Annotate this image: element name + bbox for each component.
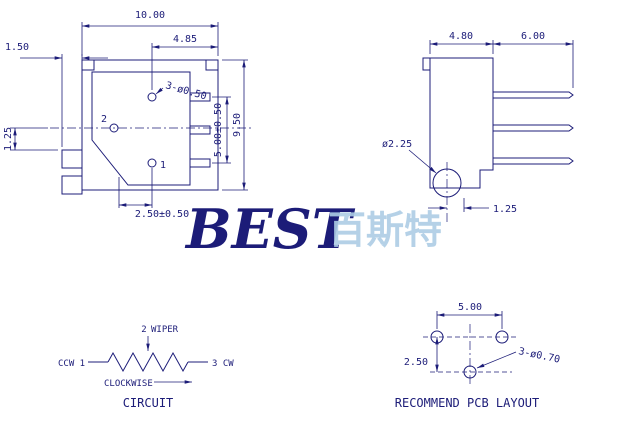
front-pin-3 <box>189 92 211 102</box>
side-callout-screw: ø2.25 <box>382 139 412 150</box>
side-view: 4.80 6.00 ø2.25 1.25 <box>382 31 574 224</box>
circuit-label-wiper-pin: 2 <box>141 325 146 335</box>
front-top-left-step <box>82 60 95 71</box>
pcb-dimension-lines <box>435 311 517 372</box>
front-left-tab-upper <box>61 149 83 169</box>
circuit-diagram: 2 WIPER CCW 1 3 CW CLOCKWISE CIRCUIT <box>58 325 234 410</box>
front-view-dimension-lines <box>10 22 248 208</box>
pcb-holes <box>430 330 509 379</box>
side-view-labels: 4.80 6.00 ø2.25 1.25 <box>382 31 545 215</box>
side-view-body <box>422 57 574 198</box>
front-top-right-step <box>205 60 218 71</box>
resistor-zigzag <box>107 351 189 373</box>
side-pin-3 <box>492 91 574 99</box>
pcb-hole-right <box>495 330 509 344</box>
circuit-label-cw: 3 CW <box>212 359 234 369</box>
front-label-pin-1: 1 <box>160 160 166 171</box>
side-pin-2 <box>492 124 574 132</box>
circuit-caption: CIRCUIT <box>123 396 174 410</box>
front-callout-holes: 3-ø0.50 <box>164 80 208 102</box>
front-dim-tab-width: 1.50 <box>5 42 29 53</box>
front-left-tab-lower <box>61 175 83 195</box>
circuit-label-wiper: WIPER <box>151 325 179 335</box>
circuit-label-clockwise: CLOCKWISE <box>104 379 153 389</box>
side-pin-1 <box>492 157 574 165</box>
front-terminal-3-circle <box>147 92 157 102</box>
pcb-caption: RECOMMEND PCB LAYOUT <box>395 396 540 410</box>
front-pin-1 <box>189 158 211 168</box>
pcb-callout-holes: 3-ø0.70 <box>517 346 561 366</box>
pcb-labels: 5.00 2.50 3-ø0.70 RECOMMEND PCB LAYOUT <box>395 302 561 410</box>
side-body-outline <box>429 57 494 189</box>
pcb-hole-bottom <box>463 365 477 379</box>
pcb-centerlines <box>423 336 517 373</box>
front-pin-2 <box>189 125 211 135</box>
front-dim-width-partial: 4.85 <box>173 34 197 45</box>
pcb-layout: 5.00 2.50 3-ø0.70 RECOMMEND PCB LAYOUT <box>395 302 561 410</box>
front-view-body <box>61 59 219 195</box>
front-terminal-1-circle <box>147 158 157 168</box>
circuit-symbol <box>88 351 208 373</box>
pcb-dim-row-offset: 2.50 <box>404 357 428 368</box>
side-dim-foot-offset: 1.25 <box>493 204 517 215</box>
watermark-cjk-text: 百斯特 <box>328 208 442 252</box>
front-inner-face <box>91 71 191 186</box>
front-view-labels: 10.00 4.85 1.50 1.25 9.50 5.00±0.50 2.50… <box>3 10 243 220</box>
front-dim-pin1-offset: 2.50±0.50 <box>135 209 189 220</box>
side-dim-body-depth: 4.80 <box>449 31 473 42</box>
front-dim-width-total: 10.00 <box>135 10 165 21</box>
circuit-labels: 2 WIPER CCW 1 3 CW CLOCKWISE CIRCUIT <box>58 325 234 410</box>
front-dim-height: 9.50 <box>232 113 243 137</box>
side-dim-pin-length: 6.00 <box>521 31 545 42</box>
watermark: BEST 百斯特 <box>184 197 442 261</box>
watermark-latin-text: BEST <box>184 197 356 261</box>
front-view: 10.00 4.85 1.50 1.25 9.50 5.00±0.50 2.50… <box>3 10 252 220</box>
side-top-tab <box>422 57 431 71</box>
pcb-dim-hole-span: 5.00 <box>458 302 482 313</box>
front-body-outline <box>81 59 219 191</box>
front-dim-pin-span: 5.00±0.50 <box>213 103 224 157</box>
circuit-label-ccw: CCW 1 <box>58 359 85 369</box>
front-dim-tab-offset: 1.25 <box>3 127 14 151</box>
side-view-dimension-lines <box>408 40 574 212</box>
front-label-pin-2: 2 <box>101 114 107 125</box>
